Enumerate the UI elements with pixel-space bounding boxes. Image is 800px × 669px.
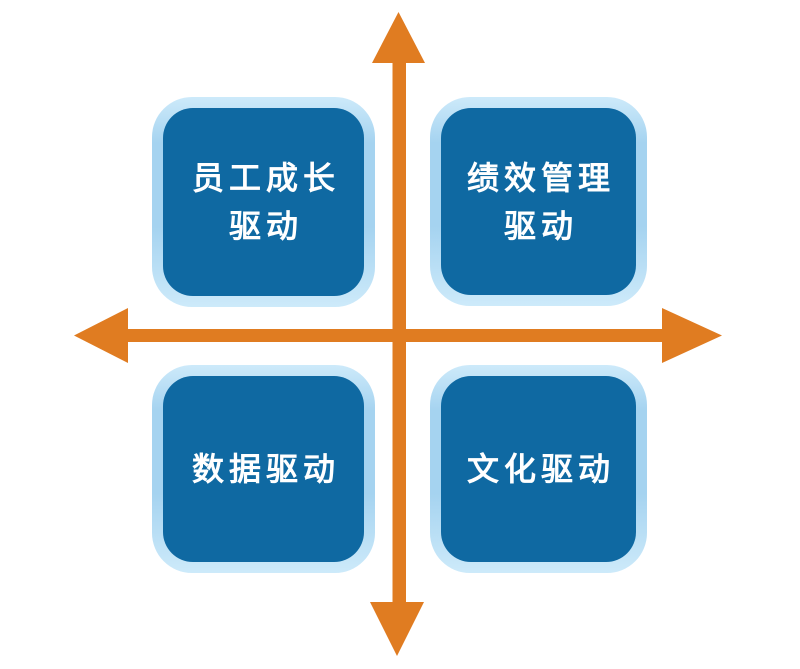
quadrant-surface: 文化驱动 (441, 376, 636, 562)
arrow-left-icon (74, 308, 128, 363)
arrow-up-icon (372, 12, 425, 63)
quadrant-label-bottom-right: 文化驱动 (466, 451, 615, 487)
quadrant-surface: 员工成长 驱动 (163, 108, 364, 296)
arrow-right-icon (662, 308, 722, 363)
quadrant-box-top-left: 员工成长 驱动 (152, 97, 375, 307)
quadrant-box-bottom-right: 文化驱动 (430, 365, 647, 573)
arrow-down-icon (370, 602, 424, 656)
quadrant-label-bottom-left: 数据驱动 (191, 451, 340, 487)
horizontal-axis-line (124, 329, 668, 342)
quadrant-label-top-left: 员工成长 驱动 (191, 160, 340, 244)
quadrant-box-top-right: 绩效管理 驱动 (430, 97, 647, 306)
quadrant-label-top-right: 绩效管理 驱动 (466, 159, 615, 244)
quadrant-box-bottom-left: 数据驱动 (152, 365, 375, 573)
quadrant-surface: 数据驱动 (163, 376, 364, 562)
quadrant-surface: 绩效管理 驱动 (441, 108, 636, 295)
